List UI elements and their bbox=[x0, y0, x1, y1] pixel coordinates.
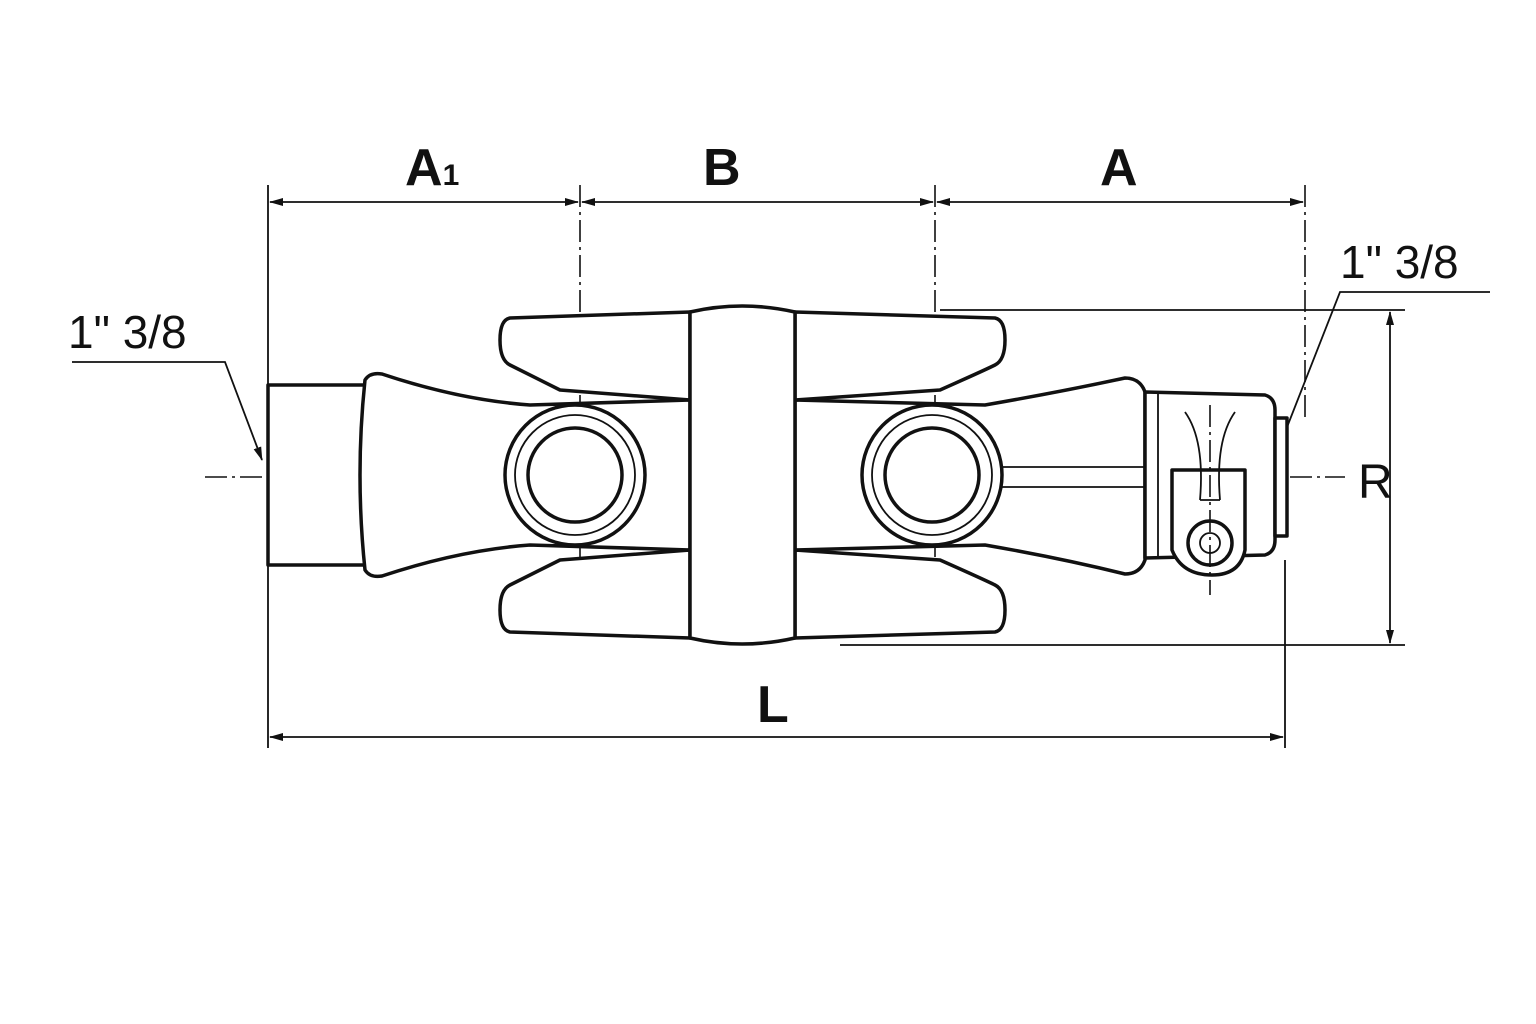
dimension-label-a: A bbox=[1100, 139, 1138, 197]
right-leader-line bbox=[1279, 291, 1490, 446]
left-leader-line bbox=[72, 361, 263, 461]
dimension-lines bbox=[269, 198, 1394, 741]
dimension-label-r: R bbox=[1358, 456, 1393, 509]
joint-body bbox=[266, 304, 1289, 646]
right-size-callout: 1" 3/8 bbox=[1340, 236, 1459, 288]
dimension-label-b: B bbox=[703, 139, 741, 197]
dimension-label-a1: A1 bbox=[405, 139, 459, 197]
dimension-label-l: L bbox=[757, 676, 789, 734]
left-size-callout: 1" 3/8 bbox=[68, 306, 187, 358]
